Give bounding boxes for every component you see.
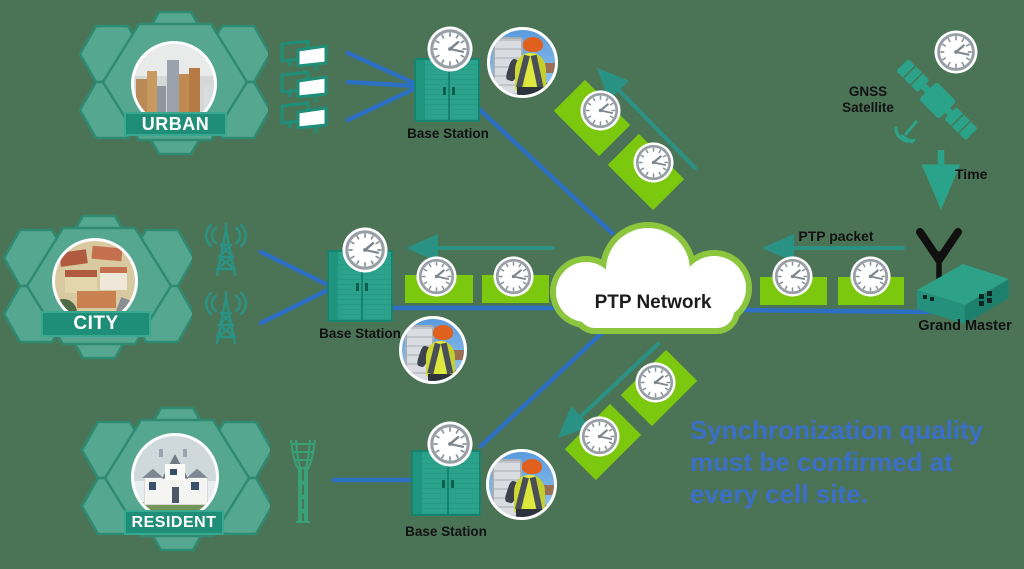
clock-icon xyxy=(850,256,891,297)
gnss-satellite-label: GNSS Satellite xyxy=(842,84,894,115)
resident-house-photo xyxy=(131,433,219,521)
city-label: CITY xyxy=(73,313,119,334)
base-station-cabinet-icon xyxy=(411,450,481,516)
clock-icon xyxy=(427,421,473,467)
clock-icon xyxy=(772,256,813,297)
cloud-icon: PTP Network xyxy=(550,222,752,334)
field-engineer-photo xyxy=(399,316,467,384)
base-station-label-middle: Base Station xyxy=(319,326,401,341)
cloud-label: PTP Network xyxy=(595,292,712,313)
clock-icon xyxy=(493,256,534,297)
clock-icon xyxy=(633,142,674,183)
base-station-label-top: Base Station xyxy=(407,126,489,141)
field-engineer-photo xyxy=(487,27,558,98)
clock-icon xyxy=(427,26,473,72)
urban-label-banner: URBAN xyxy=(124,112,227,136)
clock-icon xyxy=(635,362,676,403)
grand-master-label: Grand Master xyxy=(918,318,1012,334)
clock-icon xyxy=(579,416,620,457)
antenna-icon xyxy=(916,228,962,285)
radio-tower-icon xyxy=(205,222,247,277)
time-label: Time xyxy=(955,166,988,182)
base-station-label-bottom: Base Station xyxy=(405,524,487,539)
lattice-tower-icon xyxy=(290,439,316,523)
panel-antenna-icon xyxy=(280,40,328,133)
blue-link-lines xyxy=(258,50,933,483)
radio-tower-icon xyxy=(205,290,247,345)
satellite-icon xyxy=(894,59,977,144)
resident-label: RESIDENT xyxy=(131,513,217,531)
clock-icon xyxy=(416,256,457,297)
grand-master-device-icon xyxy=(916,228,1009,324)
field-engineer-photo xyxy=(486,449,557,520)
city-label-banner: CITY xyxy=(41,311,151,337)
clock-icon xyxy=(342,227,388,273)
base-station-cabinet-icon xyxy=(327,250,393,322)
ptp-packet-label: PTP packet xyxy=(798,228,874,244)
synchronization-message: Synchronization quality must be confirme… xyxy=(690,415,984,509)
urban-label: URBAN xyxy=(141,113,210,134)
resident-label-banner: RESIDENT xyxy=(124,510,224,535)
clock-icon xyxy=(580,90,621,131)
sync-flow-arrows xyxy=(406,67,905,439)
